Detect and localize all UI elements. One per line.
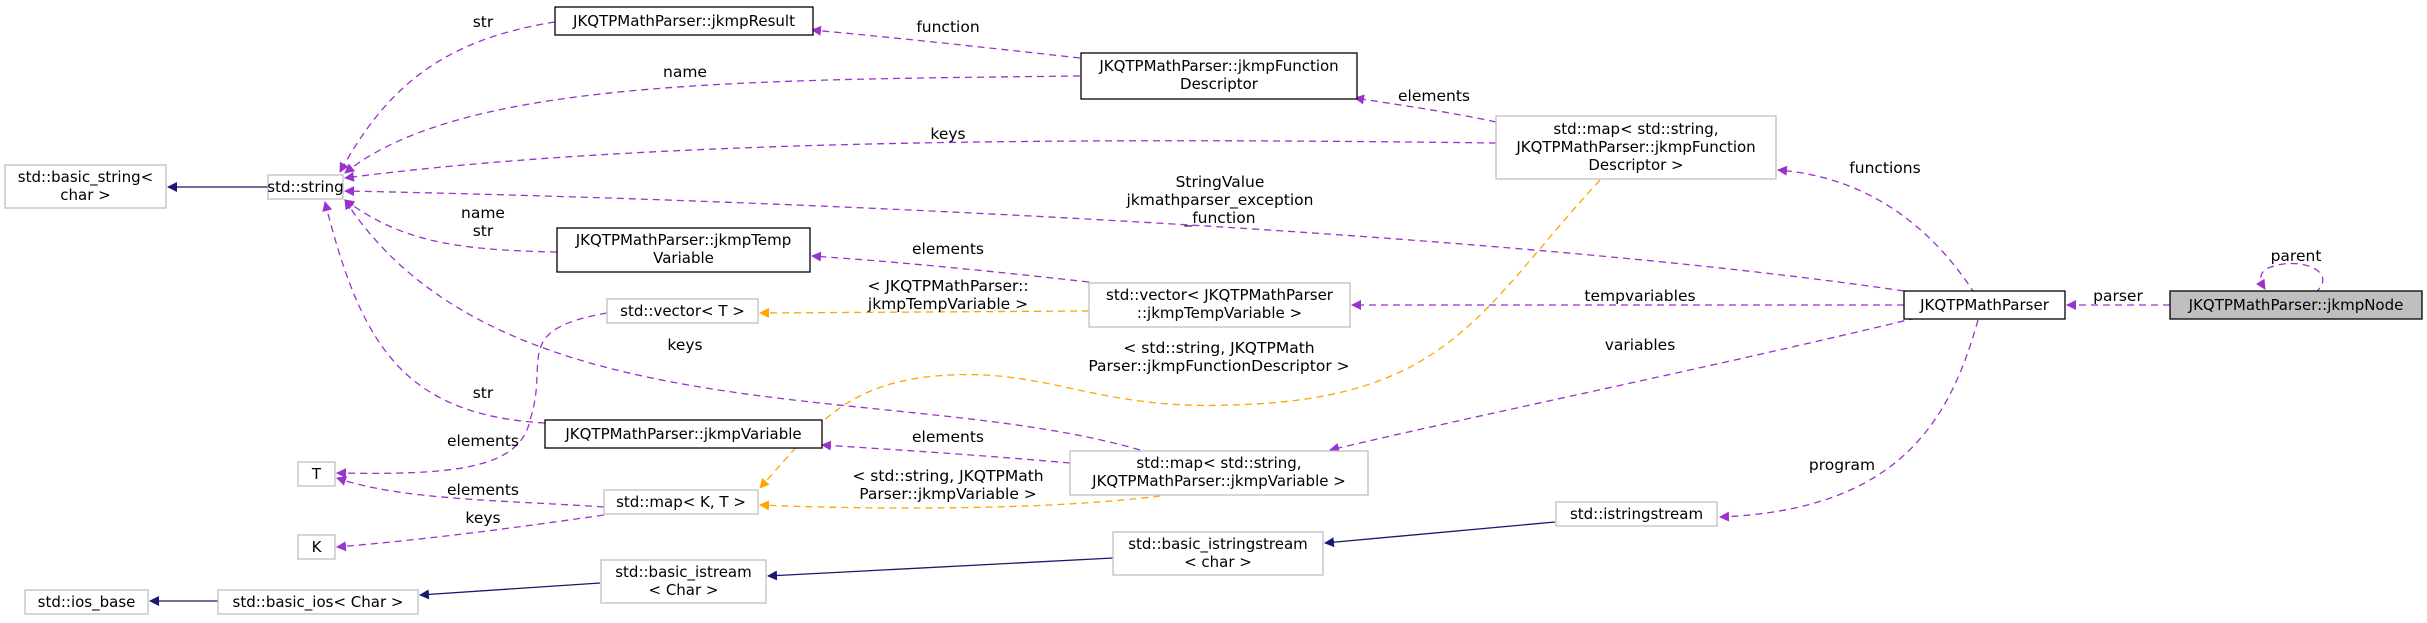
node-istringstream[interactable]: std::istringstream: [1555, 501, 1718, 527]
edge-fd-to-string: [344, 75, 1081, 174]
label-variables: variables: [1605, 336, 1676, 354]
edge-map-to-T: [336, 476, 605, 508]
svg-text:std::vector< JKQTPMathParser::: std::vector< JKQTPMathParser::jkmpTempVa…: [1106, 286, 1334, 322]
label-elements-vector: elements: [447, 432, 519, 450]
edges: [149, 21, 2324, 606]
node-vector-temp[interactable]: std::vector< JKQTPMathParser::jkmpTempVa…: [1088, 282, 1351, 328]
edge-vectorT-to-T: [336, 312, 608, 479]
label-keys-var: keys: [667, 336, 702, 354]
edge-var-to-string: [322, 201, 546, 424]
label-parent: parent: [2271, 247, 2322, 265]
edge-mapfunc-to-fd: [1354, 94, 1497, 123]
label-elements-map: elements: [447, 481, 519, 499]
label-elements-temp: elements: [912, 240, 984, 258]
node-ios-base[interactable]: std::ios_base: [24, 589, 149, 615]
label-parser: parser: [2093, 287, 2143, 305]
nodes: std::ios_base std::basic_ios< Char > std…: [4, 6, 2423, 615]
label-elements-var: elements: [912, 428, 984, 446]
edge-mapfunc-to-map: [759, 179, 1601, 489]
node-jkmp-variable[interactable]: JKQTPMathParser::jkmpVariable: [544, 419, 823, 449]
svg-text:K: K: [312, 538, 323, 556]
svg-text:std::basic_ios< Char >: std::basic_ios< Char >: [233, 593, 404, 612]
edge-parser-to-mapvar: [1329, 317, 1917, 453]
node-basic-string[interactable]: std::basic_string<char >: [4, 164, 167, 209]
label-str-var: str: [473, 384, 494, 402]
svg-text:std::ios_base: std::ios_base: [38, 593, 136, 612]
svg-text:std::string: std::string: [267, 178, 343, 196]
node-map-func[interactable]: std::map< std::string,JKQTPMathParser::j…: [1495, 115, 1777, 180]
edge-istringstream-to-basic-istringstream: [1324, 521, 1556, 548]
svg-text:JKQTPMathParser::jkmpResult: JKQTPMathParser::jkmpResult: [572, 12, 795, 30]
svg-text:JKQTPMathParser::jkmpNode: JKQTPMathParser::jkmpNode: [2188, 296, 2404, 314]
edge-vectortemp-to-vectorT: [759, 307, 1090, 318]
svg-text:std::map< std::string,JKQTPMat: std::map< std::string,JKQTPMathParser::j…: [1515, 120, 1755, 174]
node-map-var[interactable]: std::map< std::string,JKQTPMathParser::j…: [1069, 450, 1369, 496]
label-elements-func: elements: [1398, 87, 1470, 105]
svg-text:std::istringstream: std::istringstream: [1570, 505, 1703, 523]
label-program: program: [1809, 456, 1875, 474]
svg-text:std::basic_string<char >: std::basic_string<char >: [18, 168, 153, 204]
label-tpl-temp: < JKQTPMathParser::jkmpTempVariable >: [867, 277, 1029, 313]
svg-text:std::basic_istream< Char >: std::basic_istream< Char >: [615, 563, 752, 599]
svg-text:JKQTPMathParser::jkmpFunctionD: JKQTPMathParser::jkmpFunctionDescriptor: [1098, 57, 1338, 93]
edge-temp-to-string: [344, 199, 558, 253]
edge-mapvar-to-map: [759, 495, 1161, 511]
edge-basic-istream-to-basic-ios: [419, 582, 601, 600]
edge-parser-to-istringstream: [1719, 319, 1979, 522]
node-basic-istringstream[interactable]: std::basic_istringstream< char >: [1112, 531, 1324, 576]
label-keys-map: keys: [465, 509, 500, 527]
edge-fd-to-result: [811, 25, 1081, 59]
edge-map-to-K: [336, 514, 605, 552]
label-function: function: [916, 18, 979, 36]
node-basic-ios[interactable]: std::basic_ios< Char >: [217, 589, 419, 615]
label-name-fd: name: [663, 63, 707, 81]
edge-mapvar-to-string: [344, 199, 1141, 451]
node-T[interactable]: T: [297, 461, 336, 487]
label-keys-func: keys: [930, 125, 965, 143]
edge-basic-istringstream-to-basic-istream: [767, 557, 1114, 581]
node-jkmp-result[interactable]: JKQTPMathParser::jkmpResult: [554, 6, 814, 36]
label-tempvariables: tempvariables: [1584, 287, 1695, 305]
label-functions: functions: [1849, 159, 1920, 177]
edge-node-parent-self: [2255, 262, 2324, 294]
svg-text:std::vector< T >: std::vector< T >: [620, 302, 745, 320]
label-str-result: str: [473, 13, 494, 31]
svg-text:JKQTPMathParser: JKQTPMathParser: [1919, 296, 2050, 314]
node-basic-istream[interactable]: std::basic_istream< Char >: [600, 559, 767, 604]
node-vector-T[interactable]: std::vector< T >: [606, 298, 759, 324]
svg-text:JKQTPMathParser::jkmpTempVaria: JKQTPMathParser::jkmpTempVariable: [575, 231, 792, 267]
node-K[interactable]: K: [297, 534, 336, 560]
node-string[interactable]: std::string: [267, 174, 344, 200]
edge-parser-to-mapfunc: [1777, 165, 1976, 295]
svg-text:std::map< std::string,JKQTPMat: std::map< std::string,JKQTPMathParser::j…: [1091, 454, 1346, 490]
edge-labels: str function name elements keys function…: [447, 13, 2321, 527]
edge-vectortemp-to-temp: [811, 251, 1090, 283]
svg-text:T: T: [311, 465, 322, 483]
edge-mapfunc-to-string: [344, 140, 1497, 182]
svg-text:std::basic_istringstream< char: std::basic_istringstream< char >: [1128, 535, 1308, 571]
edge-result-to-string: [339, 21, 556, 173]
node-map-KT[interactable]: std::map< K, T >: [603, 489, 759, 515]
node-jkmp-node[interactable]: JKQTPMathParser::jkmpNode: [2169, 290, 2423, 320]
svg-text:JKQTPMathParser::jkmpVariable: JKQTPMathParser::jkmpVariable: [564, 425, 801, 443]
svg-text:std::map< K, T >: std::map< K, T >: [616, 493, 746, 511]
node-jkqtp-math-parser[interactable]: JKQTPMathParser: [1903, 290, 2066, 320]
edge-mapvar-to-var: [821, 440, 1071, 464]
